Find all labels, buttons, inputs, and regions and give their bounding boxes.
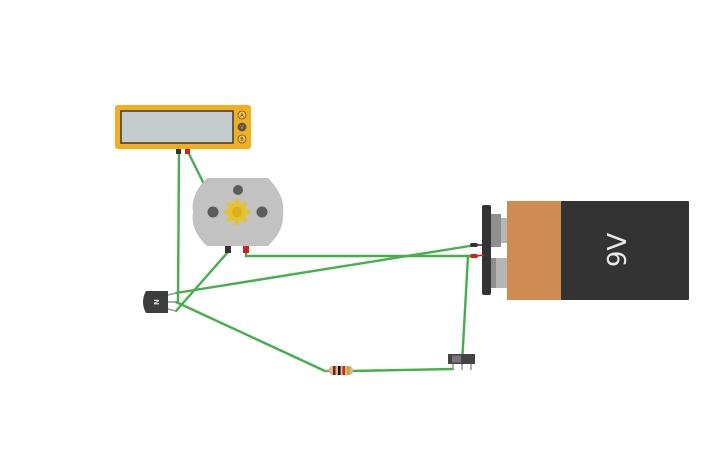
battery-body [561,201,689,300]
transistor-lead-emitter [167,308,177,312]
battery-9v[interactable]: 9V [470,201,689,300]
multimeter-dial-v-label: V [240,125,244,131]
wire-motor-pos-to-battery-pos[interactable] [244,250,478,258]
multimeter-dial-b-label: B [240,137,244,143]
multimeter-dial-v[interactable] [237,122,247,132]
motor-screw-right [256,206,268,218]
dc-motor[interactable] [192,178,284,253]
resistor-band-2 [338,366,341,375]
transistor-body [143,291,168,313]
motor-screw-left [207,206,219,218]
battery-lead-neg[interactable] [470,243,478,247]
motor-terminal-pos[interactable] [243,246,249,253]
resistor[interactable] [325,366,353,375]
battery-terminal-bottom-ring [496,258,508,288]
resistor-band-1 [333,366,336,375]
npn-transistor[interactable]: N [143,291,177,313]
multimeter-probe-v[interactable] [185,149,190,154]
resistor-band-4 [347,366,350,375]
wire-switch-to-battery-pos[interactable] [460,254,470,366]
multimeter-dial-a-label: A [240,113,244,119]
multimeter-display [120,110,234,144]
wire-motor-neg-to-transistor[interactable] [174,250,230,313]
gear-icon [224,199,250,225]
slide-switch[interactable] [448,354,475,370]
wire-multimeter-com-to-transistor[interactable] [176,150,181,305]
battery-snap-plate [482,205,491,295]
switch-body [448,354,475,364]
switch-slider[interactable] [452,355,461,363]
transistor-label: N [153,299,161,305]
resistor-band-3 [342,366,345,375]
battery-label: 9V [603,233,633,268]
battery-cap [507,201,563,300]
wire-multimeter-v-to-motor[interactable] [186,150,207,188]
wire-resistor-to-switch[interactable] [348,367,455,373]
multimeter-dial-b[interactable] [237,134,247,144]
battery-terminal-top-ring [501,218,508,243]
multimeter-probe-com[interactable] [176,149,181,154]
multimeter[interactable]: A V B [115,105,251,154]
transistor-lead-collector [167,292,177,296]
multimeter-dial-a[interactable] [237,110,247,120]
wire-transistor-to-battery-neg[interactable] [174,243,478,295]
motor-terminal-neg[interactable] [225,246,231,253]
battery-terminal-top [491,214,501,247]
battery-terminal-bottom [491,258,496,288]
motor-screw-top [233,185,243,195]
wire-transistor-to-resistor[interactable] [174,300,335,373]
battery-lead-pos[interactable] [470,254,478,258]
